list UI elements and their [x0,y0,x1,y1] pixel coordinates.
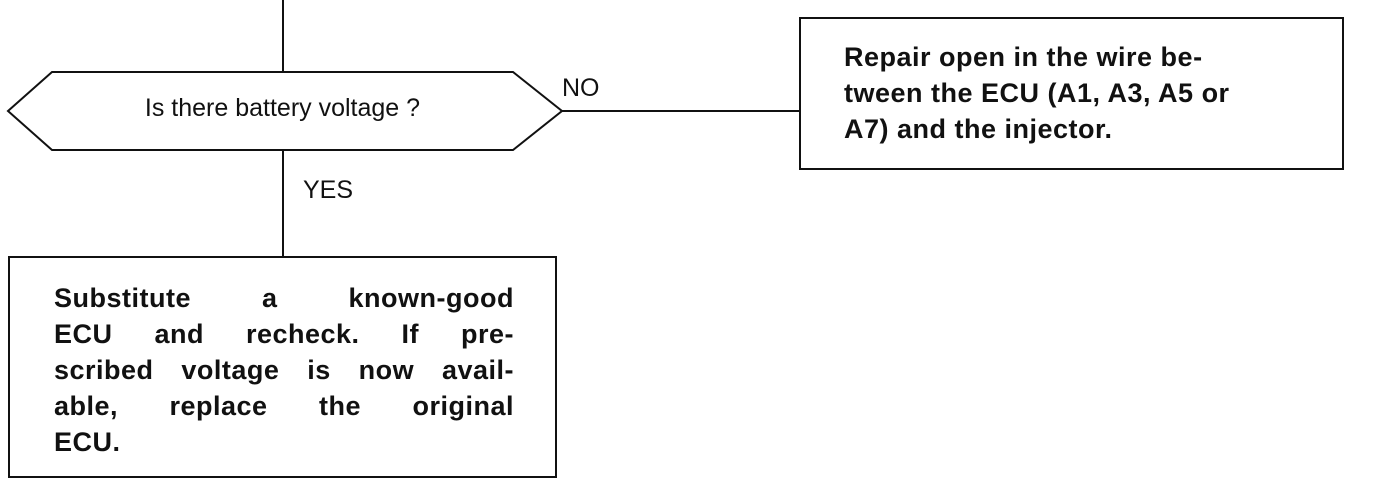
no-action-line: Repair open in the wire be- [844,42,1203,72]
no-action-box: Repair open in the wire be- tween the EC… [799,17,1344,170]
no-action-text: Repair open in the wire be- tween the EC… [844,39,1332,147]
yes-action-line: Substitute a known-good [54,283,514,313]
yes-action-line: ECU and recheck. If pre- [54,319,514,349]
yes-action-box: Substitute a known-good ECU and recheck.… [8,256,557,478]
yes-action-text: Substitute a known-good ECU and recheck.… [54,280,545,460]
yes-branch-label: YES [303,176,354,204]
yes-action-line: scribed voltage is now avail- [54,355,514,385]
no-branch-label: NO [562,74,600,102]
no-action-line: A7) and the injector. [844,114,1113,144]
no-action-line: tween the ECU (A1, A3, A5 or [844,78,1230,108]
decision-hexagon [6,71,564,151]
yes-action-line: able, replace the original [54,391,514,421]
yes-action-line: ECU. [54,427,121,457]
decision-question: Is there battery voltage ? [144,94,421,122]
